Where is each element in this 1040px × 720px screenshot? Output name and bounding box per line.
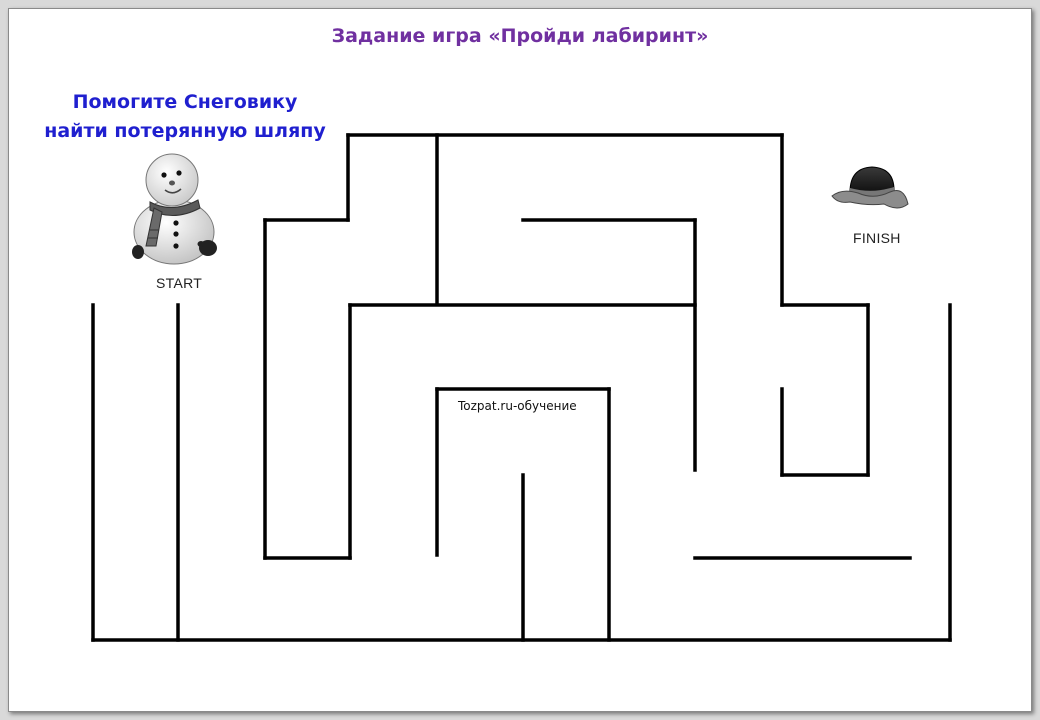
- instruction-line-2: найти потерянную шляпу: [44, 120, 326, 142]
- hat-icon: [831, 166, 909, 209]
- page-title: Задание игра «Пройди лабиринт»: [331, 25, 709, 47]
- start-label: START: [156, 275, 203, 291]
- instruction-text: Помогите Снеговику найти потерянную шляп…: [30, 88, 340, 146]
- snowman-icon: [132, 153, 217, 265]
- instruction-line-1: Помогите Снеговику: [72, 91, 298, 113]
- watermark-text: Tozpat.ru-обучение: [458, 399, 577, 413]
- finish-label: FINISH: [853, 230, 901, 246]
